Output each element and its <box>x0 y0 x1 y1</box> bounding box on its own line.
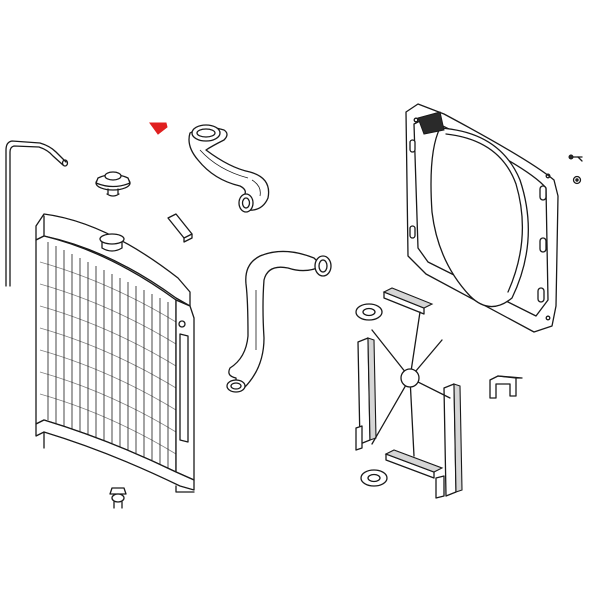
shroud-bolts <box>568 154 583 185</box>
rubber-grommet-upper <box>355 303 383 321</box>
radiator-cap <box>95 171 131 197</box>
radiator-core <box>35 213 195 493</box>
upper-radiator-hose <box>188 124 270 213</box>
fan-shroud <box>405 103 559 333</box>
drain-plug <box>109 487 127 509</box>
u-clip <box>489 375 523 399</box>
overflow-tube <box>5 140 69 287</box>
pointer-arrow <box>149 122 168 135</box>
rubber-grommet-lower <box>360 469 388 487</box>
fan-blade-assembly <box>355 287 463 499</box>
lower-radiator-hose <box>226 250 332 393</box>
mounting-strip <box>167 213 193 243</box>
